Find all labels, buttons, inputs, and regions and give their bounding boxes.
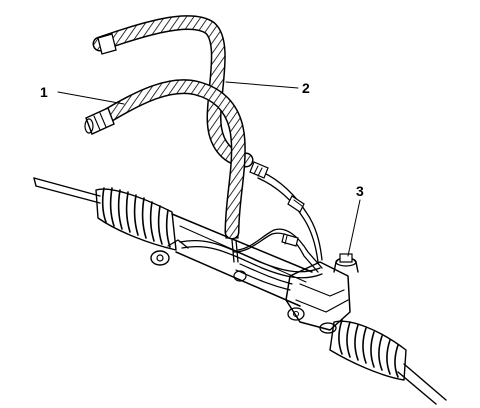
left-tie-rod [33,177,101,204]
pinion-shaft-fitting [333,253,359,273]
callout-3-label: 3 [356,183,364,199]
steering-rack [33,177,447,405]
hose-long-upper [92,15,254,168]
callout-leaders [57,81,361,257]
line-fitting-middle [281,233,299,247]
right-bellows-boot [329,319,407,381]
rack-housing-tube [171,213,313,307]
left-bellows-boot [95,187,177,251]
right-tie-rod [397,363,447,405]
hose-end-fitting-left [84,107,115,135]
line-fitting-hose-end [249,161,269,179]
left-mount-bracket [150,239,189,266]
hose-lower-return [96,79,246,240]
rack-metal-lines [179,239,323,291]
callout-1-label: 1 [40,84,48,100]
callout-2-label: 2 [302,80,310,96]
line-fitting-upper [287,195,305,213]
